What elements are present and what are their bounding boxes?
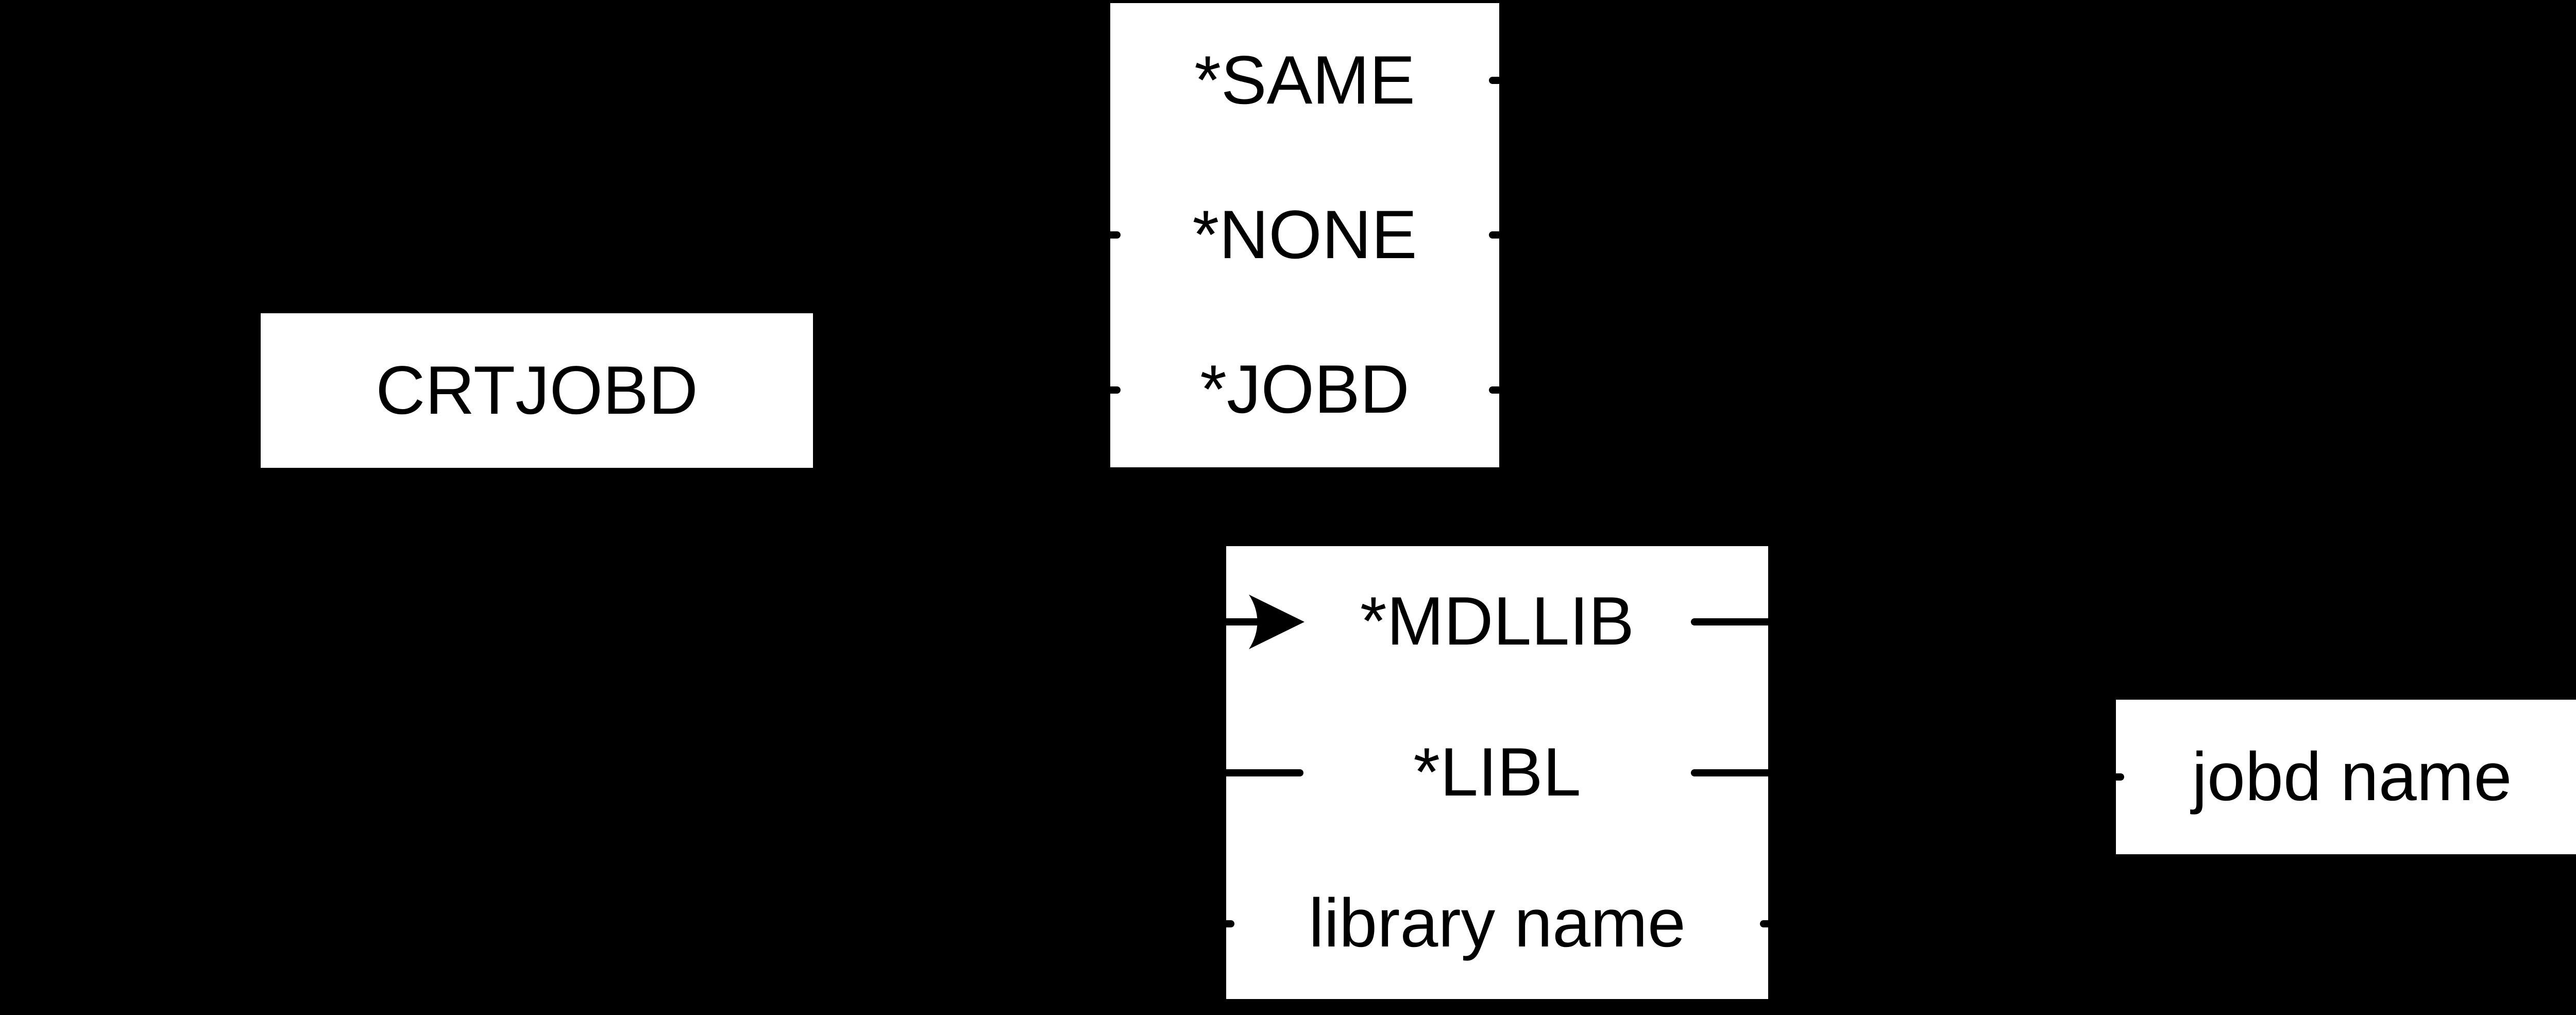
connector-stub	[1110, 386, 1121, 394]
right-arrowhead-icon	[1248, 594, 1304, 649]
choice-row-mdllib: *MDLLIB	[1226, 546, 1768, 697]
connector-stub	[1226, 920, 1234, 927]
connector-stub	[1489, 77, 1499, 84]
connector-stub	[1226, 618, 1261, 625]
choice-label-same: *SAME	[1194, 42, 1415, 119]
choice-label-none: *NONE	[1192, 196, 1417, 273]
choice-row-jobd: *JOBD	[1110, 313, 1499, 467]
connector-stub	[1760, 920, 1768, 927]
choice-row-libl: *LIBL	[1226, 697, 1768, 848]
jobd-name-label: jobd name	[2192, 738, 2512, 815]
choice-row-none: *NONE	[1110, 158, 1499, 312]
choice-label-mdllib: *MDLLIB	[1360, 583, 1635, 659]
jobd-name-box: jobd name	[2116, 700, 2576, 854]
library-qualifier-choice-box: *MDLLIB *LIBL library name	[1226, 546, 1768, 999]
choice-row-library-name: library name	[1226, 848, 1768, 999]
connector-stub	[1489, 231, 1499, 239]
connector-stub	[1691, 769, 1768, 776]
connector-stub	[1110, 231, 1121, 239]
choice-label-jobd: *JOBD	[1200, 351, 1410, 428]
connector-stub	[1489, 386, 1499, 394]
command-label: CRTJOBD	[376, 352, 698, 429]
command-box: CRTJOBD	[261, 313, 813, 468]
jobd-param-choice-box: *SAME *NONE *JOBD	[1110, 3, 1499, 467]
connector-stub	[2116, 773, 2124, 781]
connector-stub	[1691, 618, 1768, 625]
choice-row-same: *SAME	[1110, 3, 1499, 158]
connector-stub	[1226, 769, 1303, 776]
choice-label-libl: *LIBL	[1413, 734, 1581, 810]
choice-label-library-name: library name	[1309, 885, 1686, 961]
